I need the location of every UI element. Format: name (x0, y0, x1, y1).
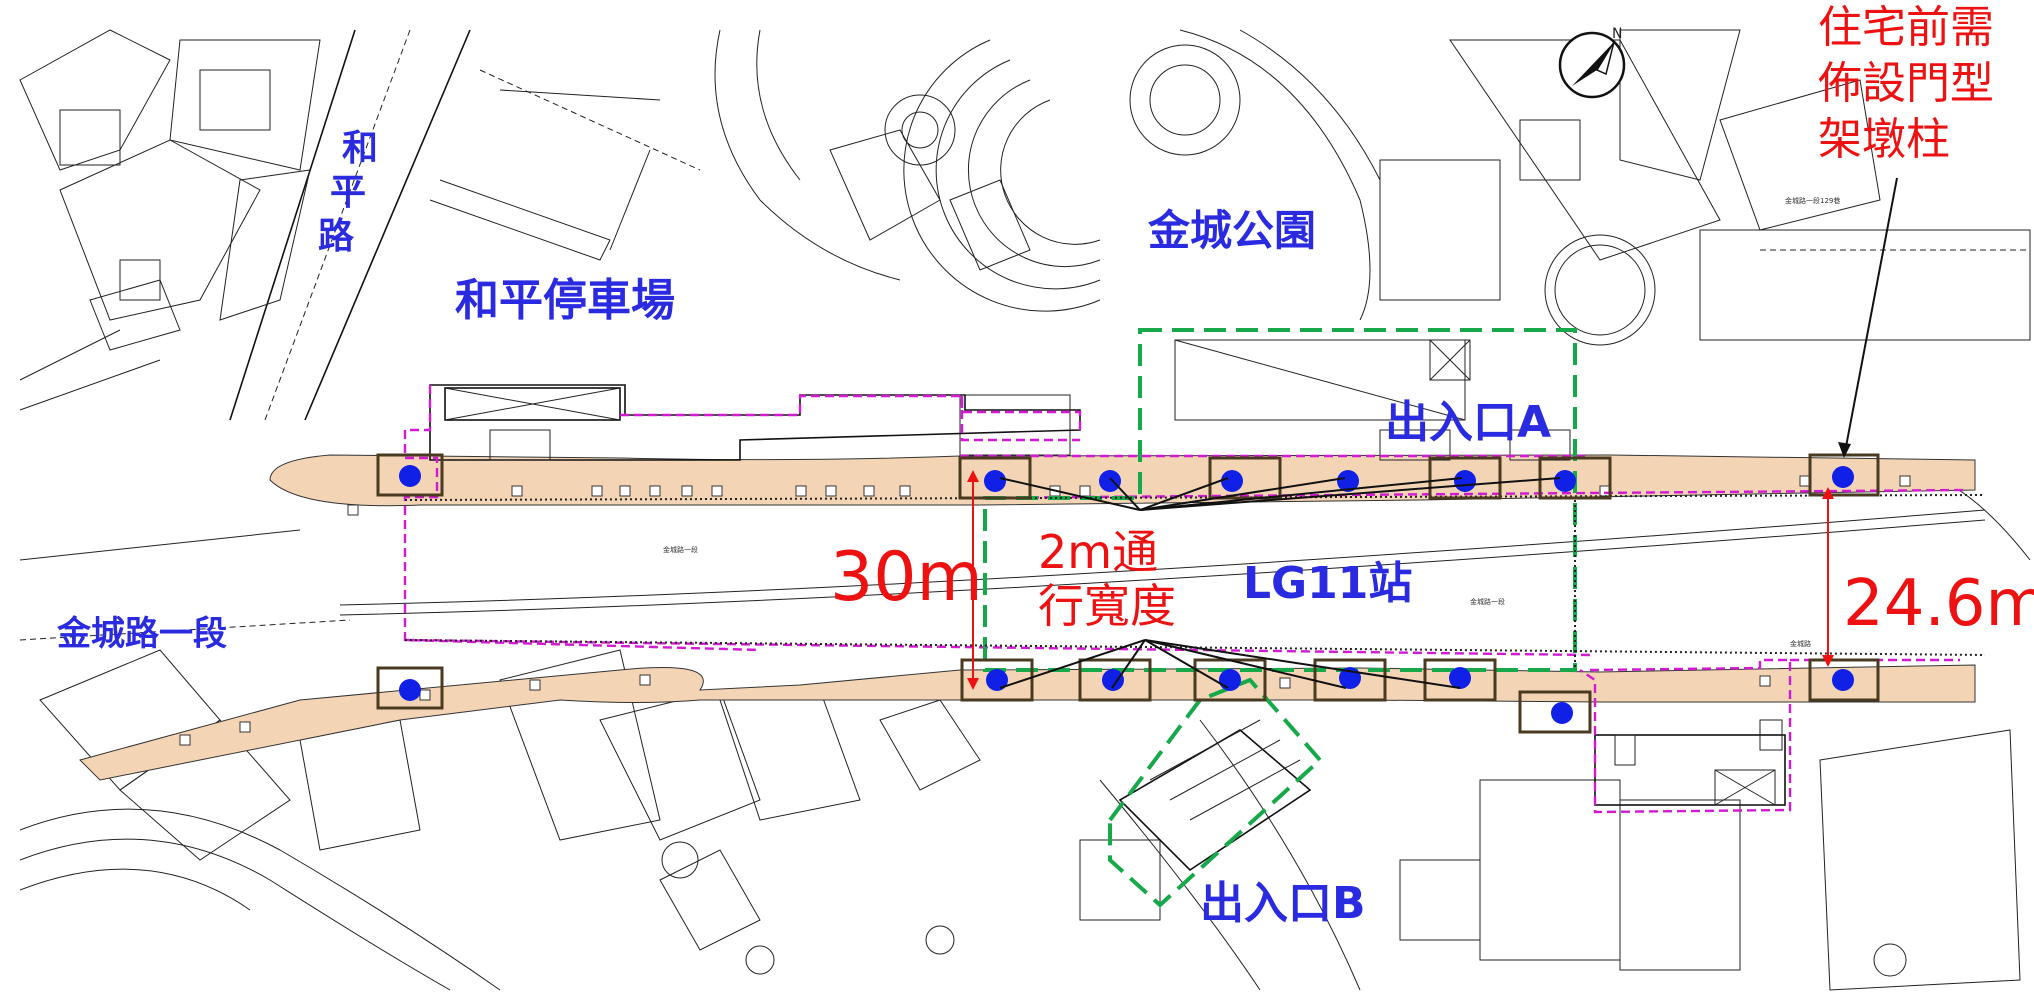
small-annotations: 金城路一段129巷 金城路一段 金城路一段 金城路 (663, 196, 1840, 648)
column-dot (1454, 470, 1476, 492)
heping-parking-label: 和平停車場 (455, 275, 675, 326)
pier (1208, 456, 1282, 500)
north-arrow-icon: N (1558, 26, 1626, 99)
note-line1: 住宅前需 (1818, 2, 1994, 53)
svg-text:金城路: 金城路 (1790, 639, 1811, 648)
exit-a-label: 出入口A (1385, 397, 1551, 448)
column-dot (984, 470, 1006, 492)
pier (376, 666, 444, 710)
dimension-arrows (967, 470, 1834, 690)
walkway-arrows (999, 477, 1561, 689)
sidewalks (79, 454, 1976, 781)
column-dot (1554, 470, 1576, 492)
column-dot (1102, 669, 1124, 691)
column-dot (399, 465, 421, 487)
svg-text:N: N (1612, 26, 1622, 42)
column-dot (1099, 470, 1121, 492)
station-label: LG11站 (1243, 558, 1412, 609)
dimension-labels: 30m 24.6m 2m通 行寬度 住宅前需 佈設門型 架墩柱 (830, 2, 2034, 641)
column-dot (1832, 466, 1854, 488)
jincheng-road-label: 金城路一段 (56, 614, 227, 654)
pier (1808, 658, 1880, 702)
pier (1538, 456, 1612, 500)
column-dot (1449, 667, 1471, 689)
exit-a-boundary (983, 328, 1577, 672)
pier (1078, 658, 1152, 702)
column-dot (1832, 669, 1854, 691)
column-dot (1219, 669, 1241, 691)
base-linework (19, 29, 2031, 991)
exit-b-label: 出入口B (1200, 878, 1366, 929)
pier (1518, 690, 1592, 734)
column-dot (1221, 470, 1243, 492)
pier (958, 456, 1032, 500)
heping-road-label: 和平路 (318, 128, 378, 257)
pier (960, 658, 1034, 702)
south-sidewalk (79, 664, 1976, 781)
boundaries (403, 328, 1986, 908)
jincheng-park-label: 金城公園 (1147, 206, 1316, 255)
svg-text:金城路一段: 金城路一段 (663, 545, 698, 554)
station-boundary-north (403, 385, 761, 652)
column-dot (1337, 470, 1359, 492)
station-boundary-south-east (1579, 658, 1792, 814)
columns (399, 465, 1854, 724)
piers (376, 453, 1880, 734)
pier (1423, 658, 1497, 702)
column-dot (399, 679, 421, 701)
walkway-width-label-line2: 行寬度 (1038, 579, 1176, 633)
width-30m-label: 30m (830, 538, 983, 617)
column-dot (986, 669, 1008, 691)
column-dot (1551, 702, 1573, 724)
width-24-6m-label: 24.6m (1843, 567, 2034, 641)
exit-b-boundary (1108, 677, 1323, 908)
note-line2: 佈設門型 (1818, 58, 1994, 109)
pier (376, 453, 444, 497)
pier (1428, 456, 1502, 500)
walkway-width-label-line1: 2m通 (1038, 525, 1158, 579)
svg-text:金城路一段129巷: 金城路一段129巷 (1785, 196, 1840, 205)
note-line3: 架墩柱 (1818, 114, 1950, 165)
note-leader-arrow (1844, 177, 1898, 453)
place-labels: 和平路 和平停車場 金城公園 金城路一段 LG11站 出入口A 出入口B (56, 128, 1551, 929)
svg-text:金城路一段: 金城路一段 (1470, 597, 1505, 606)
